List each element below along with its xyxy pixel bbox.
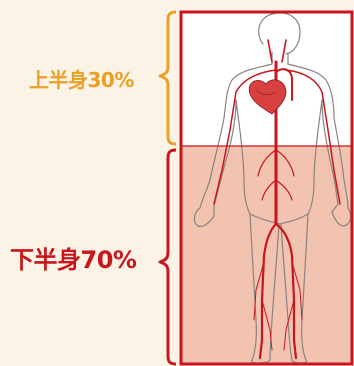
lower-body-label: 下半身70% [10, 240, 136, 275]
lower-body-bracket [160, 150, 176, 364]
lower-body-fill [181, 146, 352, 364]
upper-body-label: 上半身30% [29, 64, 134, 93]
upper-body-bracket [160, 12, 176, 144]
upper-body-fill [181, 12, 352, 146]
